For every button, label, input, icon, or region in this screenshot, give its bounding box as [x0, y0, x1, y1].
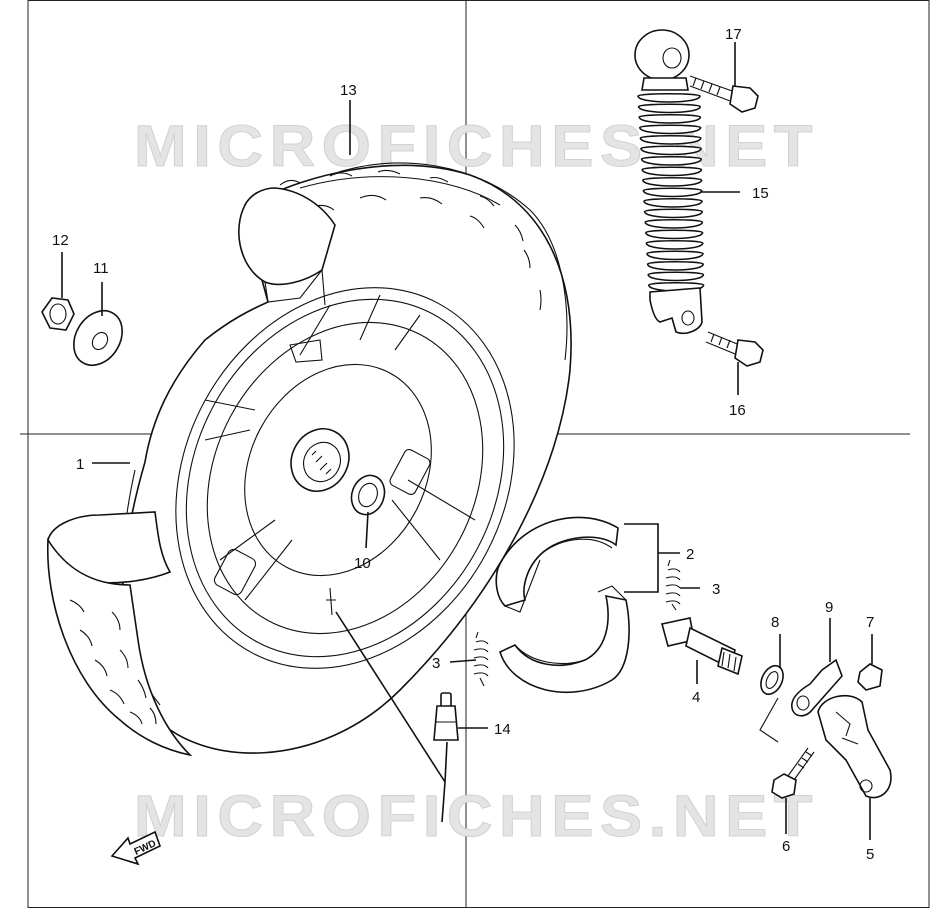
callout-15: 15 [752, 185, 769, 202]
part-7-nut [857, 663, 883, 691]
callout-9: 9 [825, 599, 833, 616]
shock-coil-turn [643, 197, 703, 208]
shock-coil-turn [645, 239, 704, 250]
shock-coil-turn [641, 166, 703, 177]
shock-coil-turn [640, 145, 702, 156]
shock-coil-turn [637, 103, 702, 114]
callout-5: 5 [866, 846, 874, 863]
watermark-bottom: MICROFICHES.NET [134, 784, 819, 849]
part-14-tire-valve [433, 692, 459, 741]
part-4-camshaft [661, 617, 743, 676]
part-9-cam-lever [790, 658, 843, 717]
shock-coil-turn [639, 124, 702, 135]
callout-7: 7 [866, 614, 874, 631]
shock-coil-turn [645, 229, 704, 240]
shock-coil-turn [643, 208, 704, 219]
shock-coil-turn [637, 92, 701, 103]
part-17-bolt [689, 75, 759, 113]
part-3-spring-upper [665, 559, 681, 611]
shock-coil-turn [646, 260, 705, 271]
callout-12: 12 [52, 232, 69, 249]
shock-coil-turn [642, 187, 703, 198]
part-11-washer [73, 309, 123, 367]
part-10-spacer [350, 474, 386, 516]
part-12-nut [41, 297, 75, 331]
watermark-top: MICROFICHES.NET [134, 114, 819, 179]
callout-1: 1 [76, 456, 84, 473]
callout-4: 4 [692, 689, 700, 706]
callout-6: 6 [782, 838, 790, 855]
callout-8: 8 [771, 614, 779, 631]
part-5-brake-arm [817, 694, 892, 799]
callout-2: 2 [686, 546, 694, 563]
callout-3-lower: 3 [432, 655, 440, 672]
callout-3-upper: 3 [712, 581, 720, 598]
shock-coil-turn [644, 218, 704, 229]
part-2-brake-shoes [495, 516, 630, 694]
shock-coil-turn [642, 176, 703, 187]
leader-lines [61, 42, 873, 840]
shock-coil-turn [640, 155, 703, 166]
callout-16: 16 [729, 402, 746, 419]
callout-10: 10 [354, 555, 371, 572]
part-8-wear-indicator [759, 664, 784, 743]
part-3-spring-lower [473, 631, 489, 687]
rear-wheel-rim [175, 287, 515, 669]
part-16-bolt [705, 331, 764, 367]
callout-labels: 1 2 3 3 4 5 6 7 8 9 10 11 12 13 14 15 16… [52, 26, 874, 863]
shock-coil-turn [639, 134, 702, 145]
callout-13: 13 [340, 82, 357, 99]
callout-14: 14 [494, 721, 511, 738]
part-6-bolt [771, 747, 815, 799]
callout-11: 11 [93, 260, 109, 277]
shock-coil-turn [647, 271, 705, 282]
callout-17: 17 [725, 26, 742, 43]
part-15-rear-shock [634, 29, 705, 335]
shock-coil-turn [646, 250, 704, 261]
shock-coil-turn [638, 113, 702, 124]
